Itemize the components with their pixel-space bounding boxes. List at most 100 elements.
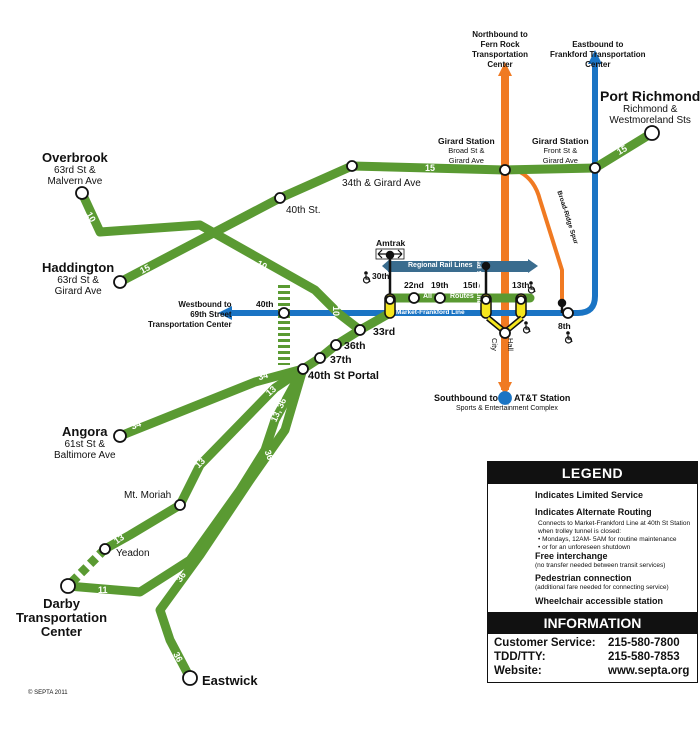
information-title: INFORMATION [488,612,697,634]
regional-rail-arrow-left [382,259,390,273]
amtrak-arrows-icon [377,249,403,259]
label-amtrak: Amtrak [376,238,406,248]
station-15th[interactable] [481,295,491,305]
trolley-spine[interactable] [298,325,365,374]
station-33rd[interactable] [354,324,366,336]
label-15th: 15th [463,280,481,290]
label-40th-st: 40th St. [286,205,321,216]
station-30th[interactable] [385,295,395,305]
station-haddington[interactable] [113,275,127,289]
station-37th[interactable] [314,352,326,364]
legend-ped: Pedestrian connection [535,573,632,583]
label-33rd: 33rd [373,326,396,338]
label-routes: Routes [450,293,474,300]
label-girard-bsl: Girard Station Broad St & Girard Ave [438,136,495,165]
label-37th: 37th [330,354,352,366]
station-overbrook[interactable] [75,186,89,200]
station-city-hall[interactable] [499,327,511,339]
label-darby: Darby Transportation Center [16,596,108,639]
legend-alt-note3: • Mondays, 12AM- 5AM for routine mainten… [538,536,677,543]
station-13th[interactable] [516,295,526,305]
label-yeadon: Yeadon [116,548,150,559]
label-mfl: Market-Frankford Line [396,309,465,316]
customer-service-label: Customer Service: [494,637,596,649]
label-mt-moriah: Mt. Moriah [124,490,172,501]
station-att[interactable] [498,391,512,405]
label-22nd: 22nd [404,280,424,290]
legend-alternate: Indicates Alternate Routing [535,507,652,517]
route-34[interactable] [115,364,308,441]
label-eastwick: Eastwick [202,673,258,688]
route-number: 11 [98,585,108,595]
website-link[interactable]: www.septa.org [608,665,690,677]
label-8th: 8th [558,321,571,331]
route-36[interactable] [155,364,308,683]
station-angora[interactable] [113,429,127,443]
station-mt-moriah[interactable] [174,499,186,511]
station-36th[interactable] [330,339,342,351]
website-label: Website: [494,665,542,677]
label-hall: Hall [506,338,515,351]
bsl-north-arrow [498,62,512,76]
station-8th[interactable] [562,307,574,319]
legend-alt-note2: when trolley tunnel is closed: [538,528,622,535]
station-darby[interactable] [60,578,76,594]
route-13[interactable] [100,364,308,554]
route-11[interactable] [63,364,308,597]
wheelchair-icons [362,271,573,344]
label-40th-mfl: 40th [256,299,274,309]
regional-rail-band [388,261,528,272]
regional-rail-arrow-right [528,259,538,273]
legend-free-note: (no transfer needed between transit serv… [535,562,666,569]
station-eastwick[interactable] [182,670,198,686]
route-number: 15 [425,163,436,173]
label-13th: 13th [512,280,530,290]
station-girard-bsl[interactable] [499,164,511,176]
label-att-station: AT&T Station [514,393,571,403]
route-15[interactable] [115,128,657,287]
label-19th: 19th [431,280,449,290]
legend-alt-note4: • or for an unforeseen shutdown [538,544,631,551]
mfl-north-arrow [588,50,602,64]
label-sports-complex: Sports & Entertainment Complex [456,405,558,412]
label-eastbound: Eastbound to Frankford Transportation Ce… [550,40,646,69]
customer-service-phone[interactable]: 215-580-7800 [608,637,680,649]
station-40th-mfl[interactable] [278,307,290,319]
station-port-richmond[interactable] [644,125,660,141]
route-number: 10 [331,305,342,317]
label-haddington: Haddington 63rd St & Girard Ave [42,260,115,297]
tdd-label: TDD/TTY: [494,651,546,663]
label-36th: 36th [344,340,366,352]
label-girard-mfl: Girard Station Front St & Girard Ave [532,136,589,165]
legend-title: LEGEND [488,462,697,484]
route-10[interactable] [77,188,365,335]
legend-ped-note: (additional fare needed for connecting s… [535,584,669,591]
legend-wheelchair: Wheelchair accessible station [535,596,664,606]
label-34th-girard: 34th & Girard Ave [342,178,421,189]
legend-free: Free interchange [535,551,608,561]
station-19th[interactable] [434,292,446,304]
station-40th-portal[interactable] [297,363,309,375]
station-40th-st[interactable] [274,192,286,204]
label-all: All [423,293,432,300]
legend-alt-note1: Connects to Market-Frankford Line at 40t… [538,520,691,527]
station-girard-mfl[interactable] [589,162,601,174]
mfl-west-arrow [218,306,232,320]
station-yeadon[interactable] [99,543,111,555]
copyright: © SEPTA 2011 [28,690,68,696]
label-regional-rail: Regional Rail Lines [408,262,473,269]
label-port-richmond: Port Richmond Richmond & Westmoreland St… [600,88,700,126]
label-overbrook: Overbrook 63rd St & Malvern Ave [42,150,108,187]
label-city: City [490,338,499,351]
limited-service-dashes [64,545,109,590]
label-northbound: Northbound to Fern Rock Transportation C… [472,30,529,69]
station-22nd[interactable] [408,292,420,304]
label-angora: Angora 61st St & Baltimore Ave [54,424,116,461]
label-southbound: Southbound to [434,393,498,403]
label-westbound: Westbound to 69th Street Transportation … [148,300,232,329]
legend: LEGEND Indicates Limited Service Indicat… [487,461,698,683]
market-frankford-line[interactable] [230,60,598,316]
station-34th-girard[interactable] [346,160,358,172]
tdd-phone[interactable]: 215-580-7853 [608,651,680,663]
